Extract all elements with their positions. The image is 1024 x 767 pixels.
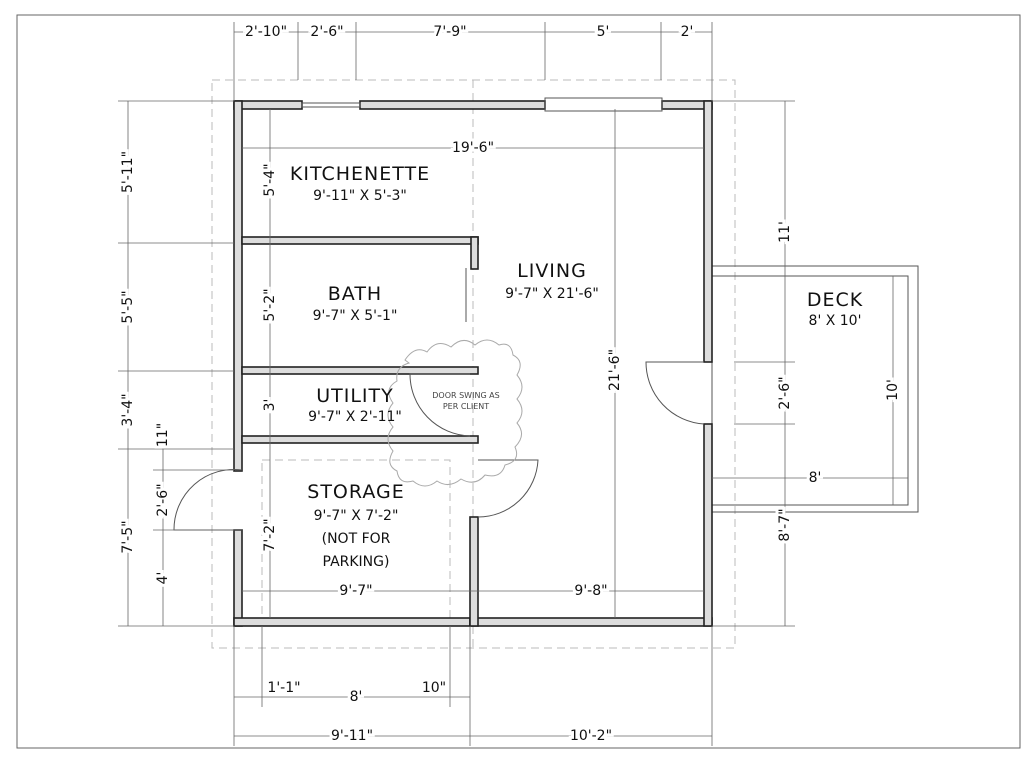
dim-bottom-2: 8' <box>350 689 363 705</box>
dim-top-1: 2'-10" <box>245 24 287 40</box>
dim-top-5: 2' <box>681 24 694 40</box>
room-living-size: 9'-7" X 21'-6" <box>505 286 599 302</box>
room-bath-size: 9'-7" X 5'-1" <box>313 308 398 324</box>
room-storage-name: STORAGE <box>307 481 404 503</box>
dim-left-1: 5'-11" <box>120 151 136 193</box>
room-deck-size: 8' X 10' <box>809 313 862 329</box>
dim-total-width: 19'-6" <box>452 140 494 156</box>
dim-bottom-3: 10" <box>422 680 446 696</box>
dim-bath-height: 5'-2" <box>262 288 278 321</box>
dim-bottom-1: 1'-1" <box>267 680 300 696</box>
room-utility-name: UTILITY <box>316 385 394 407</box>
dim-left-inner-1: 11" <box>155 423 171 447</box>
dim-living-height: 21'-6" <box>607 349 623 391</box>
door-swing-note-line2: PER CLIENT <box>443 402 489 411</box>
sheet-border <box>16 14 1021 749</box>
windows <box>301 97 663 112</box>
dim-top-3: 7'-9" <box>433 24 466 40</box>
dim-deck-height: 10' <box>885 379 901 401</box>
room-utility-size: 9'-7" X 2'-11" <box>308 409 402 425</box>
dim-right-1: 11' <box>777 221 793 243</box>
dimension-lines <box>118 22 908 746</box>
room-kitchenette-name: KITCHENETTE <box>290 163 430 185</box>
dim-left-inner-3: 4' <box>155 572 171 585</box>
door-swing-note-line1: DOOR SWING AS <box>432 391 499 400</box>
dim-left-2: 5'-5" <box>120 290 136 323</box>
dim-top-4: 5' <box>597 24 610 40</box>
room-bath-name: BATH <box>328 283 382 305</box>
dim-bottom-5: 10'-2" <box>570 728 612 744</box>
dim-living-width: 9'-8" <box>574 583 607 599</box>
room-kitchenette-size: 9'-11" X 5'-3" <box>313 188 407 204</box>
dim-bottom-4: 9'-11" <box>331 728 373 744</box>
dim-utility-height: 3' <box>262 399 278 412</box>
dim-right-2: 2'-6" <box>777 376 793 409</box>
dim-top-2: 2'-6" <box>310 24 343 40</box>
dim-left-4: 7'-5" <box>120 520 136 553</box>
room-living-name: LIVING <box>517 260 587 282</box>
dim-storage-width: 9'-7" <box>339 583 372 599</box>
deck <box>711 265 919 513</box>
dim-storage-height: 7'-2" <box>262 518 278 551</box>
dim-left-inner-2: 2'-6" <box>155 483 171 516</box>
revision-cloud <box>387 339 523 487</box>
room-storage-size: 9'-7" X 7'-2" <box>314 508 399 524</box>
walls <box>233 100 713 627</box>
room-storage-note1: (NOT FOR <box>322 531 391 547</box>
dim-kitchenette-height: 5'-4" <box>262 163 278 196</box>
room-storage-note2: PARKING) <box>323 554 390 570</box>
dim-deck-width: 8' <box>809 470 822 486</box>
dim-right-3: 8'-7" <box>777 508 793 541</box>
room-deck-name: DECK <box>807 289 863 311</box>
dim-left-3: 3'-4" <box>120 393 136 426</box>
